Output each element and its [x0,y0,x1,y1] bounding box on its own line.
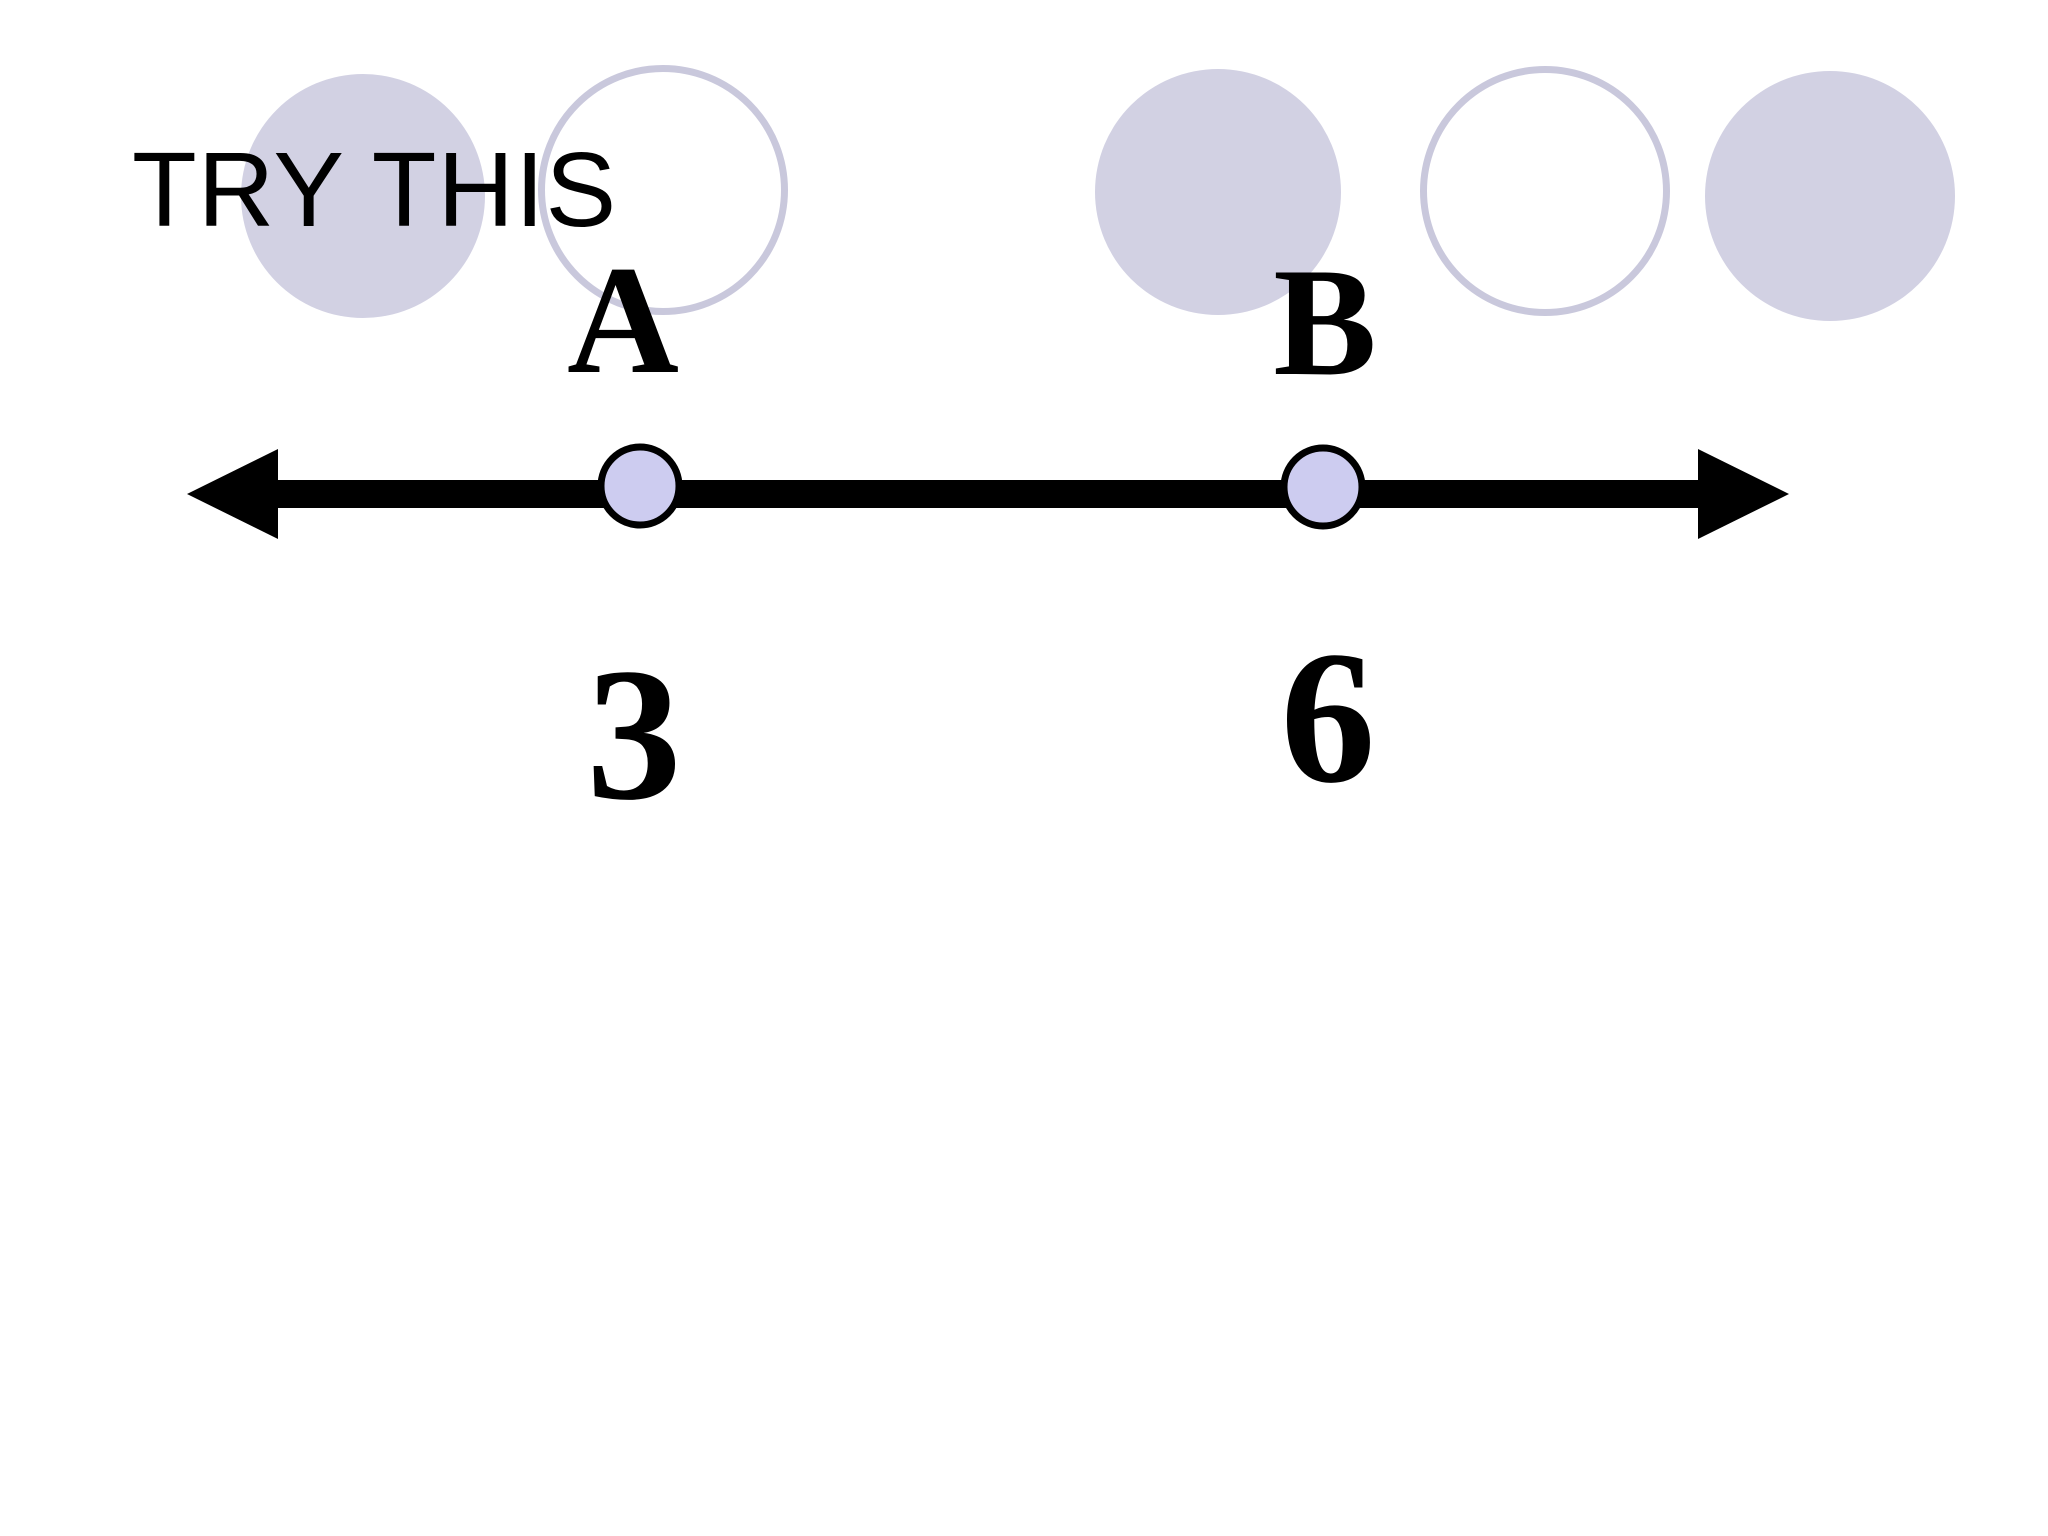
right-arrowhead-icon [1698,449,1789,539]
number-line-shaft [268,480,1708,508]
decorative-circle-filled-5 [1705,71,1955,321]
point-b-value: 6 [1280,613,1376,823]
point-a-value: 3 [586,630,682,840]
left-arrowhead-icon [187,449,278,539]
point-b-label: B [1273,236,1377,408]
decorative-circle-outline-2 [538,65,788,315]
decorative-circle-outline-4 [1420,66,1670,316]
point-a-label: A [567,234,679,406]
slide-title: TRY THIS [132,131,618,249]
decorative-circle-filled-1 [241,74,485,318]
decorative-circle-filled-3 [1095,69,1341,315]
point-a-dot [597,443,683,529]
point-b-dot [1280,444,1366,530]
